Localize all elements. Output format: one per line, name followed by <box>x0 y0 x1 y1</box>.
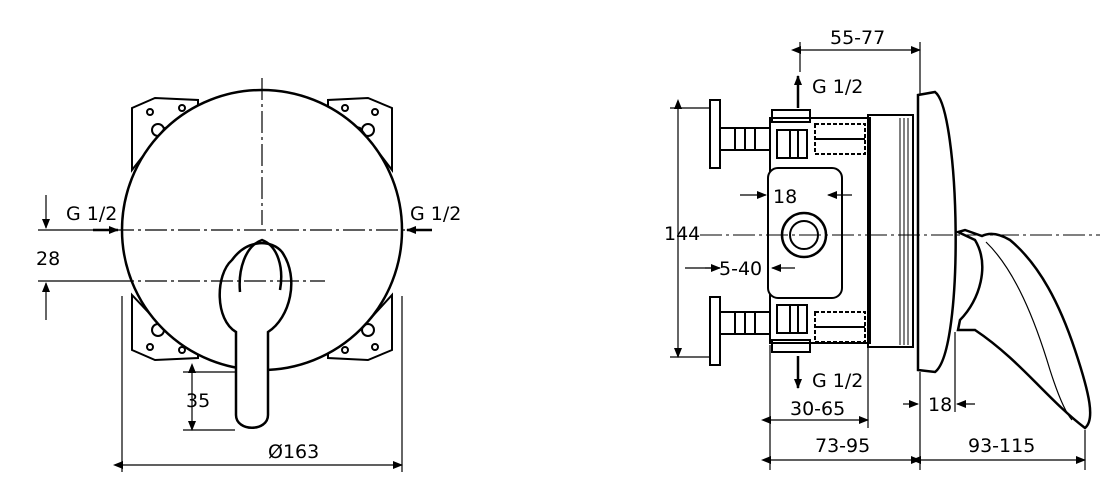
side-view <box>700 90 1100 430</box>
dim-5-40-label: 5-40 <box>719 258 762 280</box>
stop-valve-top <box>709 99 771 169</box>
dim-18-plate-label: 18 <box>928 394 952 416</box>
lever-side <box>954 228 1092 430</box>
dim-28-label: 28 <box>36 248 60 270</box>
front-view <box>112 78 412 429</box>
side-view-labels: G 1/2 G 1/2 55-77 144 18 5-40 30-65 73-9… <box>664 27 1035 457</box>
dim-144-label: 144 <box>664 223 700 245</box>
dim-93-115-label: 93-115 <box>968 435 1035 457</box>
dim-35-label: 35 <box>186 390 210 412</box>
valve-body <box>767 109 871 353</box>
inlet-right-label: G 1/2 <box>410 203 461 225</box>
stop-valve-bottom <box>709 296 771 366</box>
dim-diameter-label: Ø163 <box>268 441 319 463</box>
inlet-left-label: G 1/2 <box>66 203 117 225</box>
side-view-dimensions <box>670 42 1086 470</box>
dim-73-95-label: 73-95 <box>815 435 870 457</box>
front-view-dimensions <box>38 195 432 472</box>
front-view-labels: G 1/2 G 1/2 28 35 Ø163 <box>36 203 461 463</box>
dim-18-inner-label: 18 <box>773 186 797 208</box>
dim-30-65-label: 30-65 <box>790 398 845 420</box>
threaded-sleeve <box>867 114 914 348</box>
dim-55-77-label: 55-77 <box>830 27 885 49</box>
inlet-bottom-label: G 1/2 <box>812 370 863 392</box>
cover-plate-side <box>916 90 957 374</box>
inlet-top-label: G 1/2 <box>812 76 863 98</box>
lever-handle <box>218 238 293 429</box>
